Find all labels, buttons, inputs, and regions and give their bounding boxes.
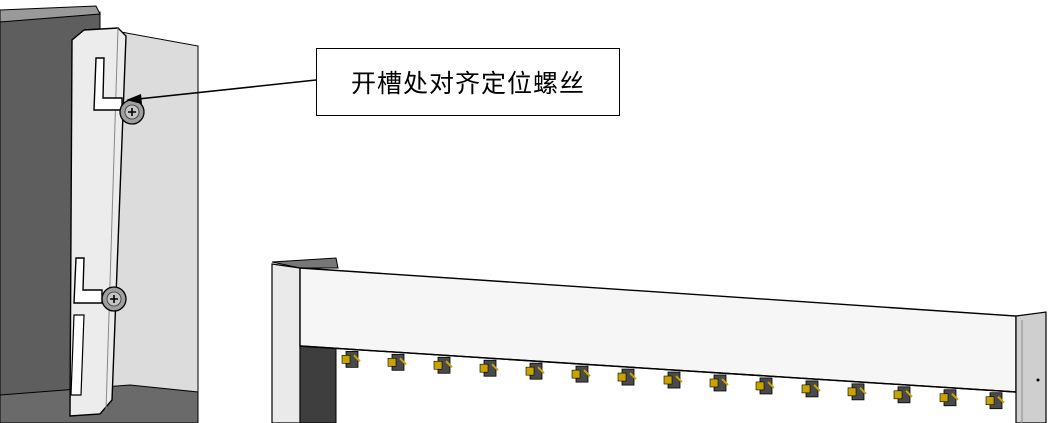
rack-interior xyxy=(299,339,337,423)
connector-row xyxy=(341,350,1005,410)
connector xyxy=(801,380,821,398)
rack-top-bar xyxy=(299,267,1017,393)
connector xyxy=(709,374,729,392)
lower-screw xyxy=(101,286,127,312)
detail-view xyxy=(0,5,199,423)
connector xyxy=(571,365,591,383)
connector xyxy=(755,377,775,395)
rack-left-post xyxy=(271,263,301,423)
upper-slot xyxy=(93,57,123,111)
connector xyxy=(939,389,959,407)
callout-box: 开槽处对齐定位螺丝 xyxy=(316,48,620,116)
rack-right-post xyxy=(1015,311,1047,423)
rack-view xyxy=(271,257,1047,423)
connector xyxy=(479,359,499,377)
upper-screw xyxy=(119,99,145,125)
connector xyxy=(985,392,1005,410)
connector xyxy=(663,371,683,389)
callout-leader xyxy=(126,79,317,104)
lower-slot xyxy=(73,257,103,304)
connector xyxy=(433,356,453,374)
connector xyxy=(525,362,545,380)
lower-vertical-slot xyxy=(70,314,85,396)
connector xyxy=(847,383,867,401)
connector xyxy=(893,386,913,404)
connector xyxy=(341,350,361,368)
connector xyxy=(387,353,407,371)
rack-post-top xyxy=(0,5,101,23)
rack-left-post-top xyxy=(271,257,339,269)
arrowhead xyxy=(126,94,142,104)
connector xyxy=(617,368,637,386)
callout-label: 开槽处对齐定位螺丝 xyxy=(350,69,585,98)
